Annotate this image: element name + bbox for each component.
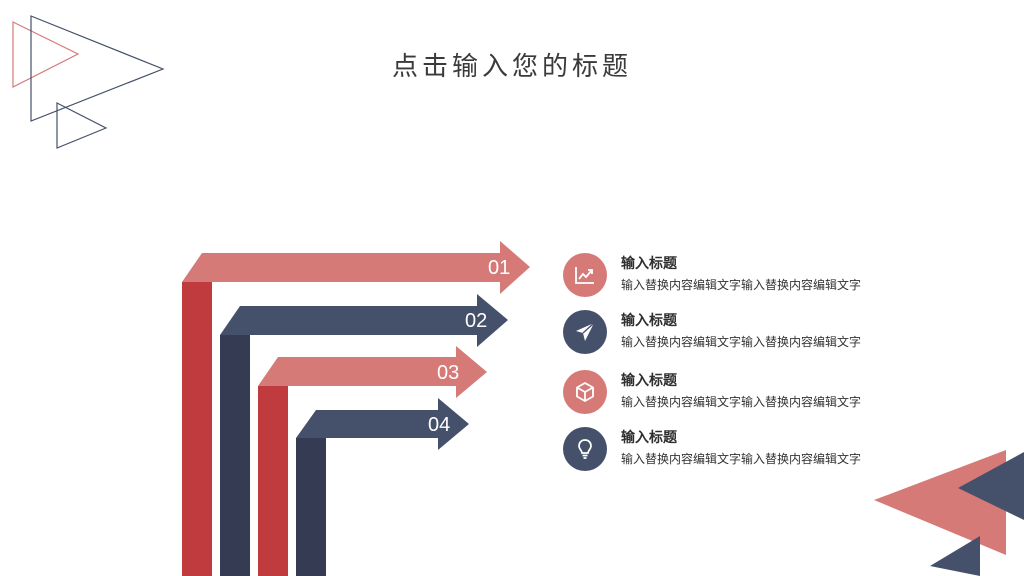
paper-plane-icon bbox=[563, 310, 607, 354]
cube-icon bbox=[563, 370, 607, 414]
arrow-02-stem bbox=[220, 335, 250, 576]
arrow-03-stem bbox=[258, 386, 288, 576]
list-item-3: 输入标题 输入替换内容编辑文字输入替换内容编辑文字 bbox=[563, 370, 903, 416]
list-item-1: 输入标题 输入替换内容编辑文字输入替换内容编辑文字 bbox=[563, 253, 903, 299]
item-heading[interactable]: 输入标题 bbox=[621, 373, 677, 389]
arrow-04-stem bbox=[296, 438, 326, 576]
item-heading[interactable]: 输入标题 bbox=[621, 313, 677, 329]
list-item-2: 输入标题 输入替换内容编辑文字输入替换内容编辑文字 bbox=[563, 310, 903, 356]
lightbulb-icon bbox=[563, 427, 607, 471]
line-chart-icon bbox=[563, 253, 607, 297]
arrow-02-number: 02 bbox=[465, 310, 487, 332]
deco-triangle-red-filled bbox=[874, 450, 1006, 555]
arrow-01-bar bbox=[182, 241, 530, 294]
item-text[interactable]: 输入替换内容编辑文字输入替换内容编辑文字 bbox=[621, 452, 862, 466]
arrow-02-bar bbox=[220, 294, 508, 347]
arrow-04-bar bbox=[296, 398, 469, 450]
item-text[interactable]: 输入替换内容编辑文字输入替换内容编辑文字 bbox=[621, 335, 862, 349]
arrow-04-number: 04 bbox=[428, 414, 450, 436]
deco-triangle-navy-filled-right bbox=[958, 452, 1024, 520]
deco-triangle-navy-outline-small bbox=[56, 102, 108, 149]
page-title[interactable]: 点击输入您的标题 bbox=[391, 52, 632, 82]
deco-triangle-navy-filled-bottom bbox=[930, 536, 980, 576]
item-text[interactable]: 输入替换内容编辑文字输入替换内容编辑文字 bbox=[621, 395, 862, 409]
item-heading[interactable]: 输入标题 bbox=[621, 430, 677, 446]
arrow-03-bar bbox=[258, 346, 487, 398]
arrow-01-number: 01 bbox=[488, 257, 510, 279]
list-item-4: 输入标题 输入替换内容编辑文字输入替换内容编辑文字 bbox=[563, 427, 903, 473]
deco-triangle-red-outline bbox=[12, 21, 80, 88]
item-text[interactable]: 输入替换内容编辑文字输入替换内容编辑文字 bbox=[621, 278, 862, 292]
item-heading[interactable]: 输入标题 bbox=[621, 256, 677, 272]
deco-triangle-navy-outline-large bbox=[30, 15, 165, 122]
arrow-03-number: 03 bbox=[437, 362, 459, 384]
arrow-01-stem bbox=[182, 282, 212, 576]
